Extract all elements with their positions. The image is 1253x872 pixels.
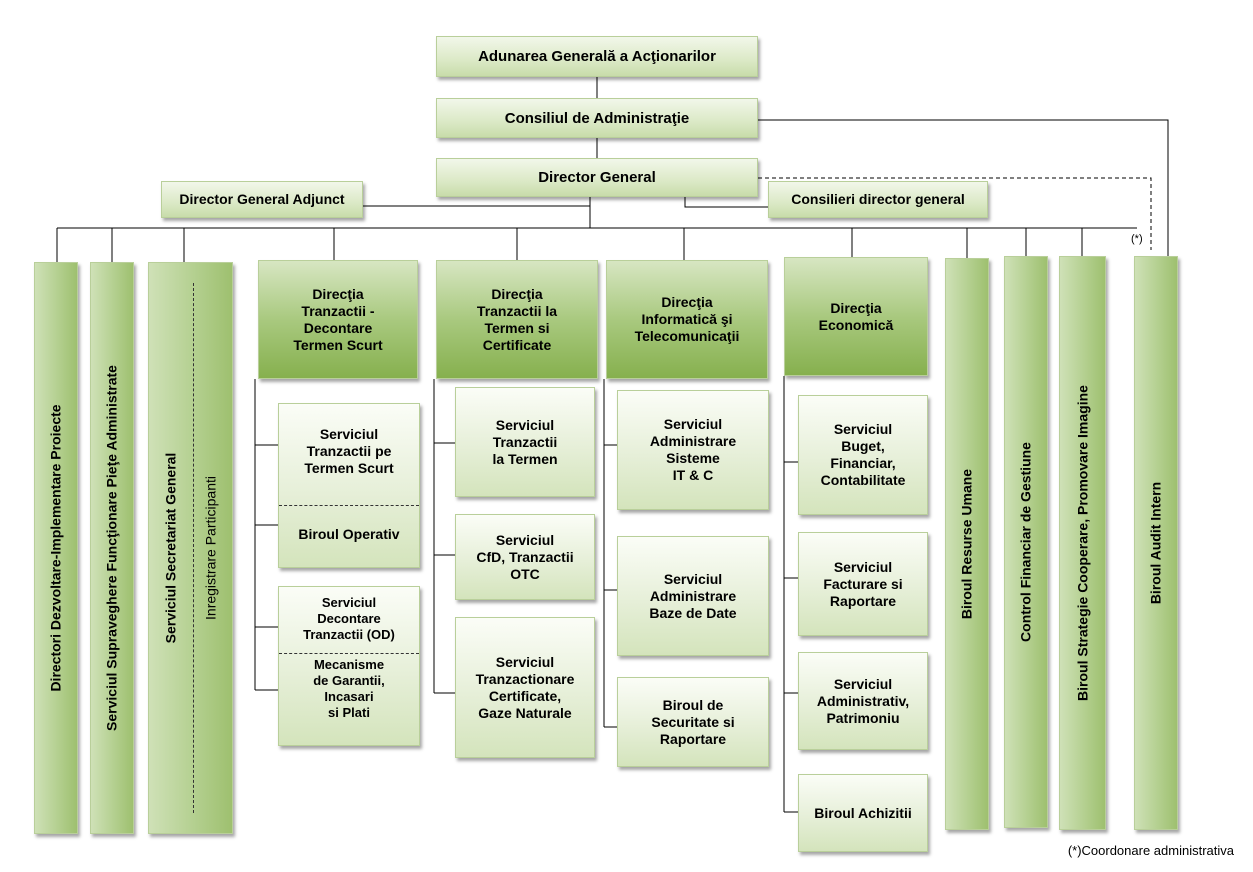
tdts-svc1-label: Serviciul Tranzactii pe Termen Scurt bbox=[304, 426, 394, 476]
direction-tdts-title: Direcţia Tranzactii - Decontare Termen S… bbox=[293, 285, 383, 353]
ca-box: Consiliul de Administraţie bbox=[436, 98, 758, 138]
direction-it-title: Direcţia Informatică şi Telecomunicaţii bbox=[634, 294, 740, 344]
consilieri-box: Consilieri director general bbox=[768, 181, 988, 218]
tt-service-3: Serviciul Tranzactionare Certificate, Ga… bbox=[455, 617, 595, 758]
secretariat-divider bbox=[193, 283, 194, 813]
tt-svc1-label: Serviciul Tranzactii la Termen bbox=[492, 416, 558, 467]
unit-audit-intern: Biroul Audit Intern bbox=[1134, 256, 1178, 830]
unit-control-label: Control Financiar de Gestiune bbox=[1017, 442, 1034, 642]
direction-tdts: Direcţia Tranzactii - Decontare Termen S… bbox=[258, 260, 418, 379]
ec-service-2: Serviciul Facturare si Raportare bbox=[798, 532, 928, 636]
tdts-service-1: Serviciul Tranzactii pe Termen Scurt Bir… bbox=[278, 403, 420, 568]
dga-label: Director General Adjunct bbox=[179, 191, 345, 207]
it-svc1-label: Serviciul Administrare Sisteme IT & C bbox=[649, 416, 737, 483]
unit-resurse-label: Biroul Resurse Umane bbox=[958, 468, 975, 620]
footnote: (*)Coordonare administrativa bbox=[1067, 843, 1234, 858]
direction-it: Direcţia Informatică şi Telecomunicaţii bbox=[606, 260, 768, 379]
tt-service-2: Serviciul CfD, Tranzactii OTC bbox=[455, 514, 595, 600]
dg-box: Director General bbox=[436, 158, 758, 197]
aga-box: Adunarea Generală a Acţionarilor bbox=[436, 36, 758, 77]
unit-inregistrare-label: Inregistrare Participanti bbox=[202, 476, 219, 620]
it-service-1: Serviciul Administrare Sisteme IT & C bbox=[617, 390, 769, 510]
tt-svc2-label: Serviciul CfD, Tranzactii OTC bbox=[476, 531, 574, 582]
it-service-3: Biroul de Securitate si Raportare bbox=[617, 677, 769, 767]
tt-svc3-label: Serviciul Tranzactionare Certificate, Ga… bbox=[475, 653, 575, 721]
direction-ec: Direcţia Economică bbox=[784, 257, 928, 376]
tdts-svc1-divider bbox=[279, 505, 419, 506]
unit-audit-label: Biroul Audit Intern bbox=[1147, 481, 1164, 605]
ec-service-1: Serviciul Buget, Financiar, Contabilitat… bbox=[798, 395, 928, 515]
direction-tt-title: Direcţia Tranzactii la Termen si Certifi… bbox=[476, 285, 558, 353]
unit-supraveghere-label: Serviciul Supraveghere Funcţionare Pieţe… bbox=[103, 365, 120, 731]
tt-service-1: Serviciul Tranzactii la Termen bbox=[455, 387, 595, 497]
tdts-svc2-divider bbox=[279, 653, 419, 654]
direction-tt: Direcţia Tranzactii la Termen si Certifi… bbox=[436, 260, 598, 379]
unit-secretariat: Serviciul Secretariat General Inregistra… bbox=[148, 262, 233, 834]
dga-box: Director General Adjunct bbox=[161, 181, 363, 218]
tdts-service-2: Serviciul Decontare Tranzactii (OD) Meca… bbox=[278, 586, 420, 746]
it-svc3-label: Biroul de Securitate si Raportare bbox=[651, 696, 735, 747]
tdts-svc2-label: Serviciul Decontare Tranzactii (OD) bbox=[303, 595, 395, 642]
unit-supraveghere: Serviciul Supraveghere Funcţionare Pieţe… bbox=[90, 262, 134, 834]
admin-coordination-mark: (*) bbox=[1131, 233, 1143, 245]
unit-dezvoltare-implementare: Directori Dezvoltare-Implementare Proiec… bbox=[34, 262, 78, 834]
tdts-svc2b-label: Mecanisme de Garantii, Incasari si Plati bbox=[313, 657, 385, 720]
aga-label: Adunarea Generală a Acţionarilor bbox=[478, 48, 716, 65]
ec-svc2-label: Serviciul Facturare si Raportare bbox=[823, 558, 903, 609]
ec-svc1-label: Serviciul Buget, Financiar, Contabilitat… bbox=[820, 421, 906, 488]
direction-ec-title: Direcţia Economică bbox=[818, 299, 894, 333]
unit-secretariat-label: Serviciul Secretariat General bbox=[162, 452, 179, 644]
dg-label: Director General bbox=[538, 169, 656, 186]
consilieri-label: Consilieri director general bbox=[791, 191, 965, 207]
unit-strategie: Biroul Strategie Cooperare, Promovare Im… bbox=[1059, 256, 1106, 830]
unit-strategie-label: Biroul Strategie Cooperare, Promovare Im… bbox=[1074, 385, 1090, 701]
tdts-svc1b-label: Biroul Operativ bbox=[298, 526, 400, 542]
it-service-2: Serviciul Administrare Baze de Date bbox=[617, 536, 769, 656]
ca-label: Consiliul de Administraţie bbox=[504, 109, 690, 127]
it-svc2-label: Serviciul Administrare Baze de Date bbox=[649, 570, 737, 621]
unit-resurse-umane: Biroul Resurse Umane bbox=[945, 258, 989, 830]
ec-service-3: Serviciul Administrativ, Patrimoniu bbox=[798, 652, 928, 750]
unit-control-financiar: Control Financiar de Gestiune bbox=[1004, 256, 1048, 828]
ec-service-4: Biroul Achizitii bbox=[798, 774, 928, 852]
ec-svc3-label: Serviciul Administrativ, Patrimoniu bbox=[816, 675, 910, 726]
ec-svc4-label: Biroul Achizitii bbox=[814, 804, 912, 821]
unit-dezvoltare-label: Directori Dezvoltare-Implementare Proiec… bbox=[47, 404, 64, 692]
